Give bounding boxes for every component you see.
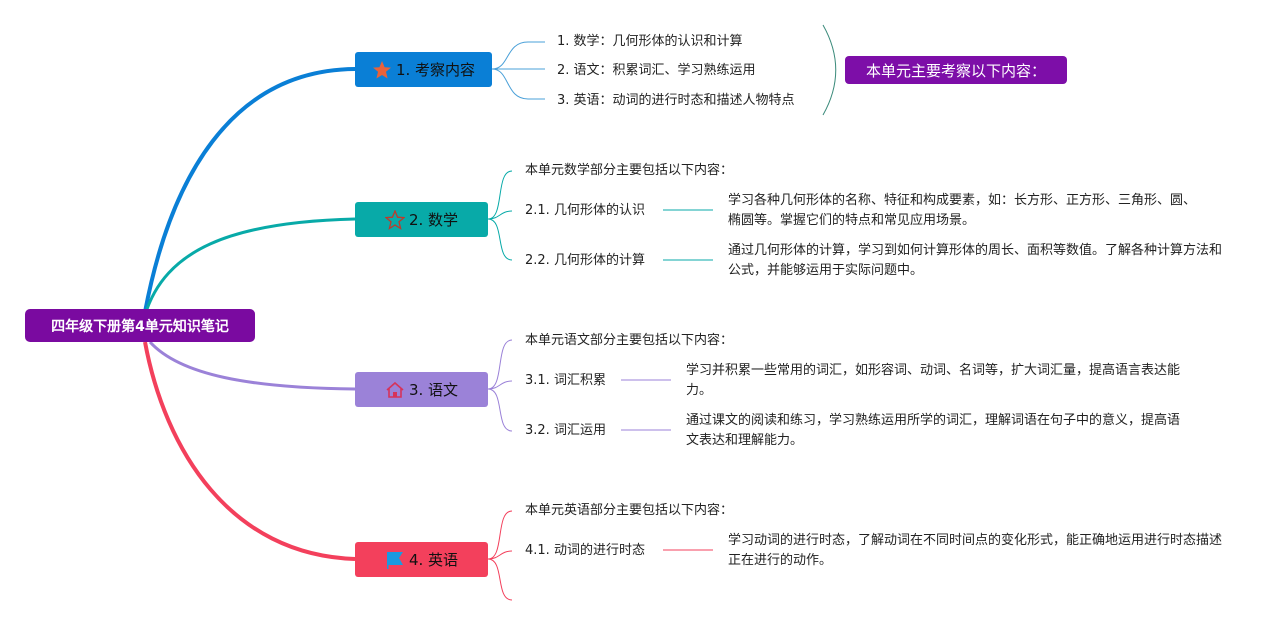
summary-bracket bbox=[822, 24, 837, 116]
summary-node[interactable]: 本单元主要考察以下内容： bbox=[845, 56, 1067, 84]
branch-node-english[interactable]: 4. 英语 bbox=[355, 542, 488, 577]
intro-text: 本单元语文部分主要包括以下内容： bbox=[525, 333, 734, 348]
star-outline-icon bbox=[384, 209, 405, 230]
home-icon bbox=[386, 381, 404, 398]
branch-node-math[interactable]: 2. 数学 bbox=[355, 202, 488, 237]
detail-text: 学习动词的进行时态，了解动词在不同时间点的变化形式，能正确地运用进行时态描述正在… bbox=[728, 533, 1223, 568]
intro-text: 本单元数学部分主要包括以下内容： bbox=[525, 163, 734, 178]
flag-icon bbox=[386, 551, 403, 569]
star-filled-icon bbox=[372, 60, 391, 78]
branch1-connector bbox=[143, 67, 356, 313]
detail-text: 学习各种几何形体的名称、特征和构成要素，如：长方形、正方形、三角形、圆、椭圆等。… bbox=[728, 193, 1197, 228]
branch-node-exam-content[interactable]: 1. 考察内容 bbox=[355, 52, 492, 87]
root-node[interactable]: 四年级下册第4单元知识笔记 bbox=[25, 309, 255, 342]
list-item: 3. 英语：动词的进行时态和描述人物特点 bbox=[557, 93, 795, 108]
branch2-connector bbox=[143, 217, 356, 316]
detail-text: 通过课文的阅读和练习，学习熟练运用所学的词汇，理解词语在句子中的意义，提高语文表… bbox=[686, 413, 1181, 448]
list-item: 3.1. 词汇积累 bbox=[525, 373, 606, 388]
branch-label: 3. 语文 bbox=[408, 381, 459, 399]
branch-label: 4. 英语 bbox=[408, 551, 459, 569]
branch-node-chinese[interactable]: 3. 语文 bbox=[355, 372, 488, 407]
intro-text: 本单元英语部分主要包括以下内容： bbox=[525, 503, 734, 518]
branch3-connector bbox=[148, 340, 356, 391]
detail-text: 通过几何形体的计算，学习到如何计算形体的周长、面积等数值。了解各种计算方法和公式… bbox=[728, 243, 1223, 278]
list-item: 3.2. 词汇运用 bbox=[525, 423, 606, 438]
list-item: 4.1. 动词的进行时态 bbox=[525, 543, 645, 558]
root-label: 四年级下册第4单元知识笔记 bbox=[51, 318, 229, 335]
list-item: 2.2. 几何形体的计算 bbox=[525, 253, 645, 268]
branch4-connector bbox=[143, 341, 356, 561]
detail-text: 学习并积累一些常用的词汇，如形容词、动词、名词等，扩大词汇量，提高语言表达能力。 bbox=[686, 363, 1181, 398]
list-item: 1. 数学：几何形体的认识和计算 bbox=[557, 34, 743, 49]
summary-label: 本单元主要考察以下内容： bbox=[865, 61, 1046, 80]
list-item: 2. 语文：积累词汇、学习熟练运用 bbox=[557, 63, 756, 78]
branch-label: 2. 数学 bbox=[408, 211, 459, 229]
branch-label: 1. 考察内容 bbox=[395, 61, 476, 79]
list-item: 2.1. 几何形体的认识 bbox=[525, 203, 645, 218]
